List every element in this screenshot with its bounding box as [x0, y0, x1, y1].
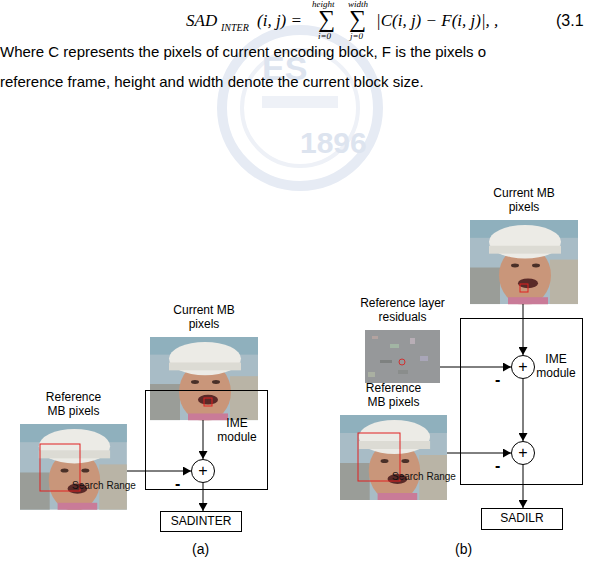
formula-term: |C(i, j) − F(i, j)|, ,: [376, 12, 498, 31]
output-label: SADINTER: [171, 515, 232, 529]
current-photo: [470, 220, 578, 305]
formula-term: SAD: [186, 12, 217, 31]
reference-photo: [20, 424, 127, 511]
sign-label: -: [495, 371, 500, 389]
adder-circle: +: [511, 355, 535, 379]
sign-label: -: [175, 475, 180, 493]
watermark-text: 1896: [300, 126, 367, 159]
module-box: IME module++: [460, 318, 583, 485]
output-label: SADILR: [500, 512, 543, 526]
current-image: Current MB pixels: [470, 220, 578, 304]
residual-image: Reference layer residuals: [365, 330, 440, 383]
image-heading: Reference layer residuals: [351, 297, 455, 325]
signal-arrow: [127, 471, 191, 472]
formula-subscript: INTER: [221, 22, 249, 33]
module-box: IME module +: [145, 390, 268, 490]
sum-symbol: ∑: [318, 6, 335, 32]
adder-sign: +: [518, 359, 527, 375]
reference-image: Reference MB pixelsSearch Range: [340, 415, 447, 500]
body-text: Where C represents the pixels of current…: [0, 44, 486, 61]
sign-label: -: [495, 457, 500, 475]
current-image: Current MB pixels: [150, 337, 258, 420]
output-box: SADILR: [481, 508, 563, 530]
current-photo: [150, 337, 258, 421]
signal-arrow: [523, 304, 524, 355]
signal-arrow: [203, 420, 204, 459]
sum-limit: j=0: [350, 32, 363, 42]
search-range-text: Search Range: [392, 471, 456, 483]
reference-photo: [340, 415, 447, 501]
adder-sign: +: [198, 463, 207, 479]
current-block-mark: [204, 398, 212, 406]
image-heading: Current MB pixels: [168, 304, 240, 332]
signal-arrow: [203, 483, 204, 511]
residual-image: [365, 330, 440, 383]
signal-arrow: [523, 465, 524, 508]
image-heading: Current MB pixels: [488, 187, 560, 215]
image-heading: Reference MB pixels: [38, 391, 110, 419]
equation-number: (3.1: [556, 12, 584, 30]
module-label: IME module: [531, 353, 581, 381]
reference-image: Reference MB pixelsSearch Range: [20, 424, 127, 510]
adder-circle: +: [511, 441, 535, 465]
module-label: IME module: [212, 417, 262, 445]
body-text: reference frame, height and width denote…: [0, 74, 424, 91]
signal-arrow: [523, 379, 524, 441]
formula-term: (i, j) =: [257, 12, 302, 31]
sum-limit: i=0: [318, 32, 331, 42]
signal-arrow: [447, 453, 511, 454]
search-range-text: Search Range: [72, 480, 136, 492]
sum-symbol: ∑: [349, 6, 366, 32]
subfigure-label: (a): [192, 542, 209, 557]
adder-circle: +: [191, 459, 215, 483]
adder-sign: +: [518, 445, 527, 461]
image-heading: Reference MB pixels: [358, 382, 430, 410]
seal-band: [262, 96, 338, 108]
current-block-mark: [520, 284, 528, 292]
output-box: SADINTER: [160, 511, 242, 532]
signal-arrow: [440, 367, 511, 368]
subfigure-label: (b): [455, 542, 472, 557]
